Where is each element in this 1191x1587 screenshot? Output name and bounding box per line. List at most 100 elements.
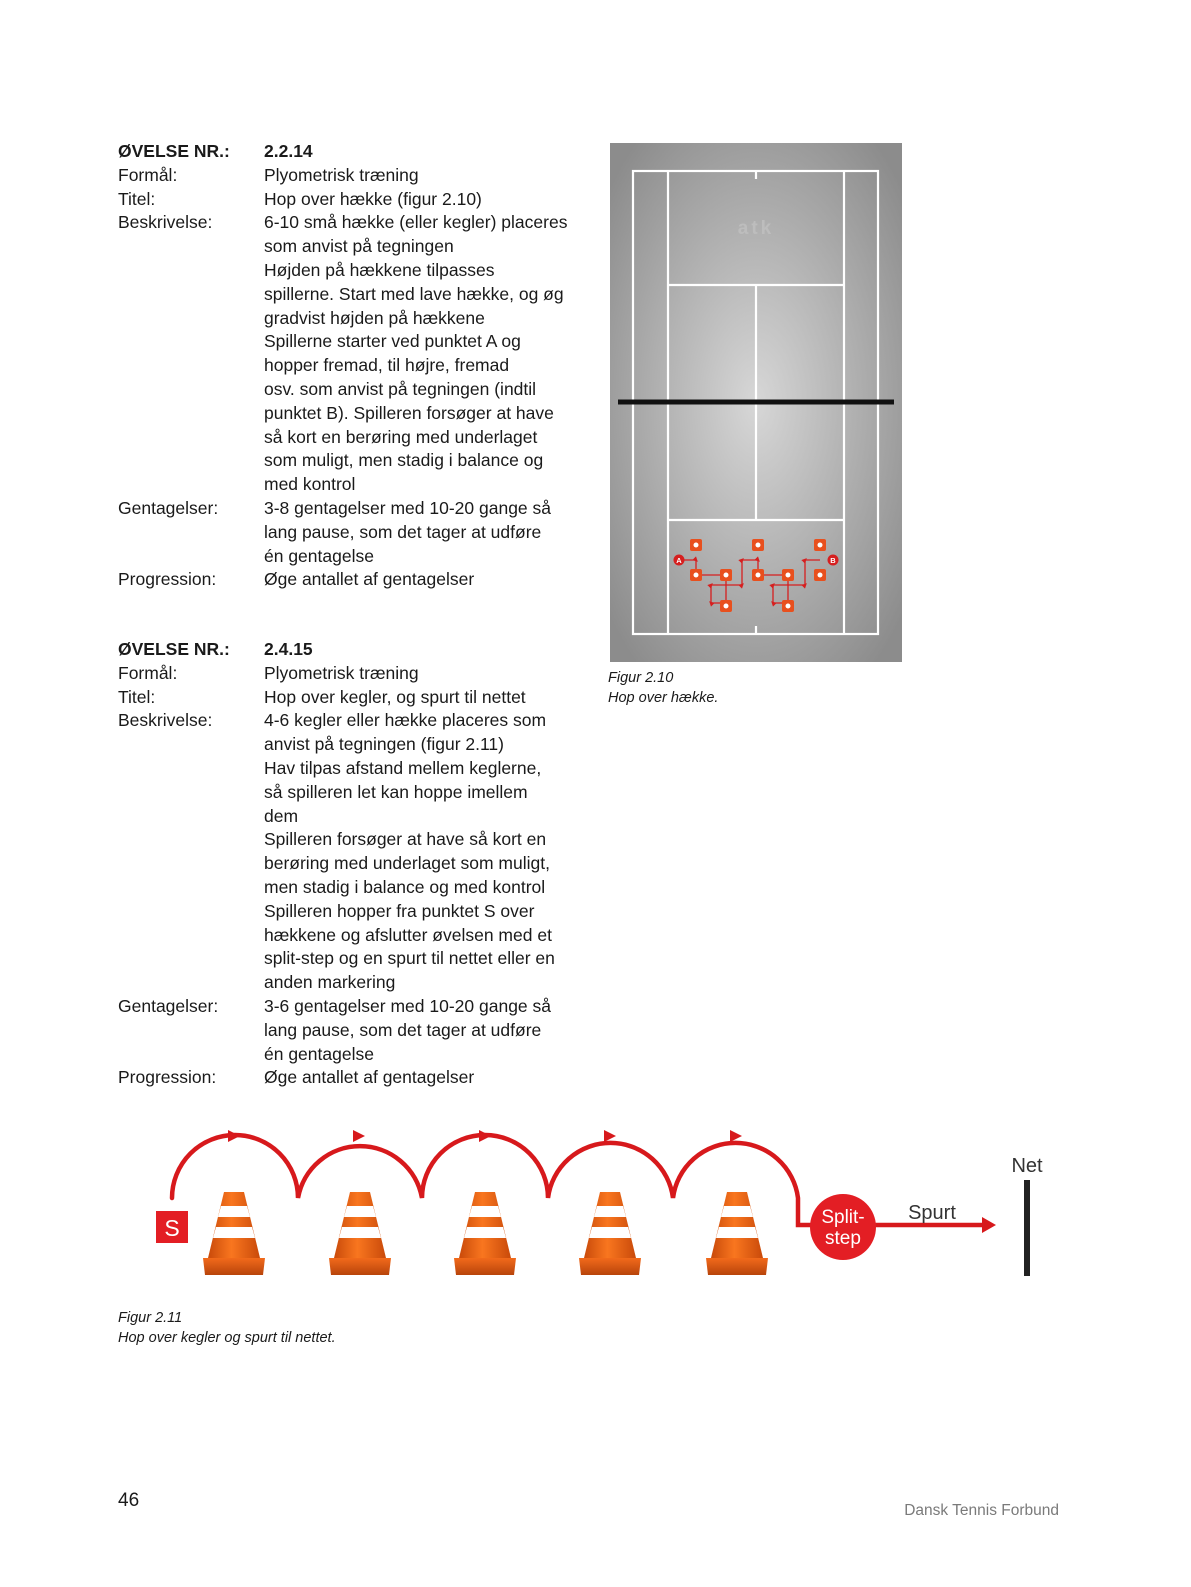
cone-hop-diagram: S Split- step Spurt Net	[156, 1130, 1043, 1276]
split-step-marker: Split- step	[810, 1194, 876, 1260]
hurdle	[690, 569, 702, 581]
caption-text: Hop over hække.	[608, 690, 719, 706]
description-text: 4-6 kegler eller hække placeres som anvi…	[264, 709, 588, 995]
cone	[579, 1192, 641, 1275]
hurdle	[752, 539, 764, 551]
description-line: så spilleren let kan hoppe imellem	[264, 781, 528, 802]
hurdle	[782, 569, 794, 581]
description-line: så kort en berøring med underlaget	[264, 426, 538, 447]
description-line: Hav tilpas afstand mellem keglerne,	[264, 757, 542, 778]
figure-2-11-diagram: S Split- step Spurt Net	[150, 1115, 1070, 1290]
description-text: 6-10 små hække (eller kegler) placeres s…	[264, 211, 588, 497]
progression-label: Progression:	[118, 569, 217, 590]
description-label: Beskrivelse:	[118, 212, 213, 233]
hurdle	[782, 600, 794, 612]
purpose-value: Plyometrisk træning	[264, 164, 419, 185]
title-label: Titel:	[118, 188, 156, 209]
point-b-marker: B	[827, 554, 839, 566]
description-line: Højden på hækkene tilpasses	[264, 259, 495, 280]
progression-value: Øge antallet af gentagelser	[264, 1067, 475, 1088]
repetitions-line: 3-6 gentagelser med 10-20 gange så	[264, 995, 552, 1016]
description-line: Spilleren forsøger at have så kort en	[264, 829, 547, 850]
figure-2-10-caption: Figur 2.10 Hop over hække.	[608, 668, 718, 708]
repetitions-row: Gentagelser: 3-8 gentagelser med 10-20 g…	[118, 497, 588, 568]
cone	[706, 1192, 768, 1275]
exercise-number-label: ØVELSE NR.:	[118, 141, 230, 161]
description-line: Spillerne starter ved punktet A og	[264, 331, 521, 352]
hurdle	[690, 539, 702, 551]
repetitions-line: lang pause, som det tager at udføre	[264, 1019, 542, 1040]
repetitions-line: 3-8 gentagelser med 10-20 gange så	[264, 497, 552, 518]
description-line: anvist på tegningen (figur 2.11)	[264, 734, 504, 755]
description-line: 6-10 små hække (eller kegler) placeres	[264, 212, 568, 233]
caption-title: Figur 2.10	[608, 670, 674, 686]
description-line: dem	[264, 805, 299, 826]
description-line: hækkene og afslutter øvelsen med et	[264, 924, 552, 945]
repetitions-line: én gentagelse	[264, 1043, 374, 1064]
description-row: Beskrivelse: 4-6 kegler eller hække plac…	[118, 709, 588, 995]
split-label-line2: step	[825, 1228, 861, 1249]
atk-logo: atk	[738, 218, 774, 239]
repetitions-line: én gentagelse	[264, 545, 374, 566]
title-value: Hop over hække (figur 2.10)	[264, 188, 482, 209]
purpose-row: Formål: Plyometrisk træning	[118, 164, 588, 188]
hurdle	[814, 539, 826, 551]
exercise-number-row: ØVELSE NR.: 2.2.14	[118, 140, 588, 164]
progression-row: Progression: Øge antallet af gentagelser	[118, 1066, 588, 1090]
figure-2-11-caption: Figur 2.11 Hop over kegler og spurt til …	[118, 1308, 336, 1348]
repetitions-text: 3-8 gentagelser med 10-20 gange så lang …	[264, 497, 588, 568]
net-post	[1024, 1180, 1030, 1276]
title-value: Hop over kegler, og spurt til nettet	[264, 686, 526, 707]
figure-2-10-court: atk A B	[610, 143, 902, 662]
cone	[329, 1192, 391, 1275]
repetitions-text: 3-6 gentagelser med 10-20 gange så lang …	[264, 995, 588, 1066]
description-line: hopper fremad, til højre, fremad	[264, 355, 510, 376]
description-line: punktet B). Spilleren forsøger at have	[264, 402, 554, 423]
hurdle	[752, 569, 764, 581]
description-line: split-step og en spurt til nettet eller …	[264, 948, 555, 969]
start-label: S	[164, 1215, 179, 1241]
description-line: som muligt, men stadig i balance og	[264, 450, 544, 471]
purpose-label: Formål:	[118, 662, 178, 683]
description-row: Beskrivelse: 6-10 små hække (eller kegle…	[118, 211, 588, 497]
description-line: spillerne. Start med lave hække, og øg	[264, 283, 564, 304]
progression-row: Progression: Øge antallet af gentagelser	[118, 568, 588, 592]
description-line: gradvist højden på hækkene	[264, 307, 485, 328]
purpose-value: Plyometrisk træning	[264, 662, 419, 683]
court-diagram: atk A B	[610, 143, 902, 662]
split-label-line1: Split-	[821, 1207, 864, 1228]
description-line: 4-6 kegler eller hække placeres som	[264, 710, 547, 731]
cone	[203, 1192, 265, 1275]
title-row: Titel: Hop over kegler, og spurt til net…	[118, 686, 588, 710]
exercise-number-row: ØVELSE NR.: 2.4.15	[118, 638, 588, 662]
description-line: osv. som anvist på tegningen (indtil	[264, 378, 537, 399]
repetitions-row: Gentagelser: 3-6 gentagelser med 10-20 g…	[118, 995, 588, 1066]
exercise-2-2-14: ØVELSE NR.: 2.2.14 Formål: Plyometrisk t…	[118, 140, 588, 592]
repetitions-line: lang pause, som det tager at udføre	[264, 521, 542, 542]
description-line: som anvist på tegningen	[264, 236, 454, 257]
caption-title: Figur 2.11	[118, 1310, 183, 1326]
hurdle	[720, 569, 732, 581]
description-line: berøring med underlaget som muligt,	[264, 853, 550, 874]
description-line: med kontrol	[264, 474, 356, 495]
description-line: men stadig i balance og med kontrol	[264, 876, 546, 897]
hurdle	[720, 600, 732, 612]
hurdle	[736, 569, 748, 581]
point-a-label: A	[676, 556, 682, 565]
purpose-label: Formål:	[118, 164, 178, 185]
sprint-label: Spurt	[908, 1202, 956, 1224]
page-number: 46	[118, 1490, 140, 1511]
hurdle	[814, 569, 826, 581]
description-line: anden markering	[264, 972, 396, 993]
progression-label: Progression:	[118, 1067, 217, 1088]
publisher-footer: Dansk Tennis Forbund	[904, 1502, 1059, 1519]
title-label: Titel:	[118, 686, 156, 707]
description-label: Beskrivelse:	[118, 710, 213, 731]
point-b-label: B	[830, 556, 836, 565]
description-line: Spilleren hopper fra punktet S over	[264, 900, 535, 921]
purpose-row: Formål: Plyometrisk træning	[118, 662, 588, 686]
cone	[454, 1192, 516, 1275]
title-row: Titel: Hop over hække (figur 2.10)	[118, 188, 588, 212]
repetitions-label: Gentagelser:	[118, 995, 219, 1016]
start-marker: S	[156, 1211, 188, 1243]
